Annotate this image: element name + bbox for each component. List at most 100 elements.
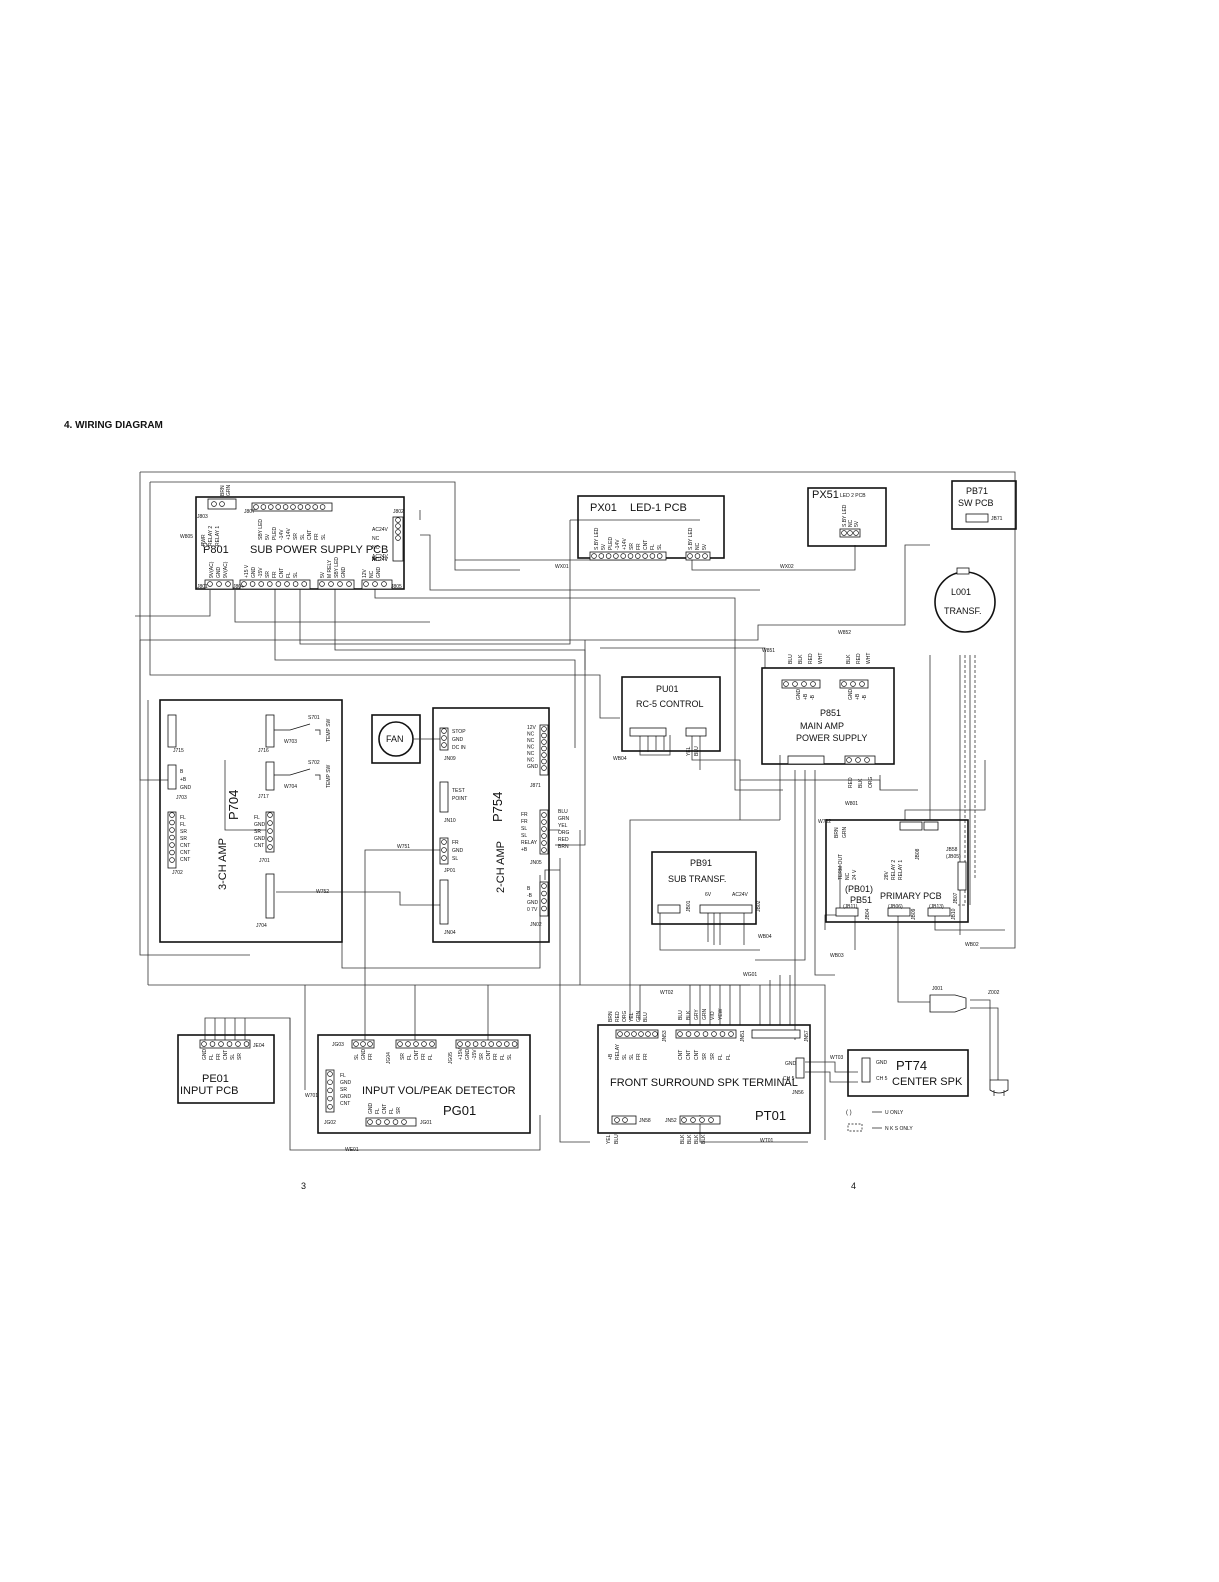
jg02-pin-label-2: SR xyxy=(340,1087,347,1093)
jg01-connector[interactable] xyxy=(365,1117,417,1127)
j704-connector[interactable] xyxy=(265,873,275,919)
je04-pin-3 xyxy=(226,1041,233,1047)
pb71-ref: PB71 xyxy=(966,486,988,496)
jx01-pin-label-2: PLED xyxy=(608,537,614,550)
jn53-pin-label-1: RELAY xyxy=(615,1043,621,1060)
jg04-pin-0 xyxy=(397,1041,403,1047)
s701-switch xyxy=(274,723,321,735)
j853-connector[interactable] xyxy=(787,755,825,765)
j703-connector[interactable] xyxy=(167,764,177,790)
j804-pin-6 xyxy=(292,581,299,587)
jn58-label: JN58 xyxy=(639,1118,651,1124)
j716-connector[interactable] xyxy=(265,714,275,748)
jb04-connector[interactable] xyxy=(835,907,859,917)
jn05c-pin-label-0: BLU xyxy=(558,809,568,815)
j701-pin-0 xyxy=(267,812,273,818)
pb01-pin-label-1: GRN xyxy=(842,827,848,839)
jx11-pin-0 xyxy=(841,530,847,536)
jn53-pin-label-4: FR xyxy=(636,1053,642,1060)
jx01-pin-2 xyxy=(605,553,612,559)
pt74-connector[interactable] xyxy=(861,1057,871,1083)
jb02-connector[interactable] xyxy=(699,904,753,914)
jb08-connector[interactable] xyxy=(899,821,923,831)
jg05-pin-label-2: -15V xyxy=(472,1049,478,1060)
jn53-pin-label-5: FR xyxy=(643,1053,649,1060)
j702-pin-1 xyxy=(169,819,175,826)
j702-pin-label-2: SR xyxy=(180,829,187,835)
j851-pin-label-0: RED xyxy=(848,777,854,788)
jb01-connector[interactable] xyxy=(657,904,681,914)
jg05-connector[interactable] xyxy=(455,1039,519,1049)
j871-pin-label-1: NC xyxy=(527,732,535,738)
jx01-pin-9 xyxy=(656,553,663,559)
j852-connector[interactable] xyxy=(781,679,821,689)
j715-connector[interactable] xyxy=(167,714,177,748)
jn57-connector[interactable] xyxy=(751,1029,801,1039)
j851-pin-label-1: BLK xyxy=(858,778,864,788)
j804-connector[interactable] xyxy=(239,579,311,590)
j702-pin-3 xyxy=(169,834,175,841)
je04-connector[interactable] xyxy=(199,1039,251,1049)
p704-board xyxy=(159,699,343,943)
j852-pin-label-1: BLK xyxy=(798,654,804,664)
jg05-pin-label-6: FL xyxy=(500,1054,506,1060)
jn51c-pin-label-4: VIO xyxy=(710,1011,716,1020)
j802-pin-3 xyxy=(395,535,401,541)
jn04-connector[interactable] xyxy=(439,879,449,925)
jn05-connector[interactable] xyxy=(539,809,549,855)
ju03-connector[interactable] xyxy=(685,727,707,737)
j807-label: J807 xyxy=(244,509,255,515)
j807-pin-label-8: FR xyxy=(314,533,320,540)
wt02-label: WT02 xyxy=(660,990,674,996)
w751-label: W751 xyxy=(397,844,410,850)
jn51c-pin-label-0: BLU xyxy=(678,1010,684,1020)
jg04-label: JG04 xyxy=(386,1052,392,1064)
jb58-connector[interactable] xyxy=(923,821,939,831)
jn53c-pin-label-2: ORG xyxy=(622,1011,628,1023)
jg03-pin-label-0: SL xyxy=(354,1054,360,1060)
j807-pin-label-9: SL xyxy=(321,534,327,540)
jx11-pin-label-0: S.BY LED xyxy=(842,504,848,527)
j805-connector[interactable] xyxy=(317,579,355,590)
jb07-connector[interactable] xyxy=(957,861,967,891)
j851-pin-label-2: ORG xyxy=(868,777,874,789)
j801-pin-1 xyxy=(216,581,222,587)
wb04b-label: WB04 xyxy=(613,756,627,762)
ju01-connector[interactable] xyxy=(629,727,667,737)
wb04-label: WB04 xyxy=(758,934,772,940)
jn53-connector[interactable] xyxy=(615,1029,659,1039)
jg02-pin-2 xyxy=(327,1087,333,1094)
jn53-pin-0 xyxy=(617,1031,623,1037)
pt74-ref: PT74 xyxy=(896,1058,927,1073)
j803-label: J803 xyxy=(197,514,208,520)
jg04-pin-label-3: FR xyxy=(421,1053,427,1060)
jn10-connector[interactable] xyxy=(439,781,449,813)
j805-pin-3 xyxy=(346,581,352,587)
j871-pin-6 xyxy=(541,765,547,771)
w851-label: W851 xyxy=(762,648,775,654)
j803b-pin-label-0: PWR xyxy=(201,534,207,546)
j871-pin-4 xyxy=(541,752,547,758)
jn56-connector[interactable] xyxy=(795,1057,805,1079)
jg05-pin-5 xyxy=(496,1041,502,1047)
p851-board xyxy=(761,667,895,765)
jn53-pin-5 xyxy=(652,1031,658,1037)
jb10-connector[interactable] xyxy=(927,907,951,917)
jb71-connector[interactable] xyxy=(965,513,989,523)
pt74-board xyxy=(847,1049,969,1097)
je04-pin-0 xyxy=(201,1041,207,1047)
j701-pin-label-0: FL xyxy=(254,815,260,821)
jb09-connector[interactable] xyxy=(887,907,911,917)
j801-pin-2 xyxy=(225,581,231,587)
je04-pin-label-1: FL xyxy=(209,1054,215,1060)
jg03-pin-label-1: GND xyxy=(361,1049,367,1061)
pu01-ref: PU01 xyxy=(656,684,679,694)
jg01-pin-0 xyxy=(367,1119,373,1125)
jx02-pin-1 xyxy=(694,553,701,559)
j717-connector[interactable] xyxy=(265,761,275,791)
jb01-label: JB01 xyxy=(686,900,692,912)
px01-title: LED-1 PCB xyxy=(630,502,687,514)
j801-label: J801 xyxy=(197,584,208,590)
